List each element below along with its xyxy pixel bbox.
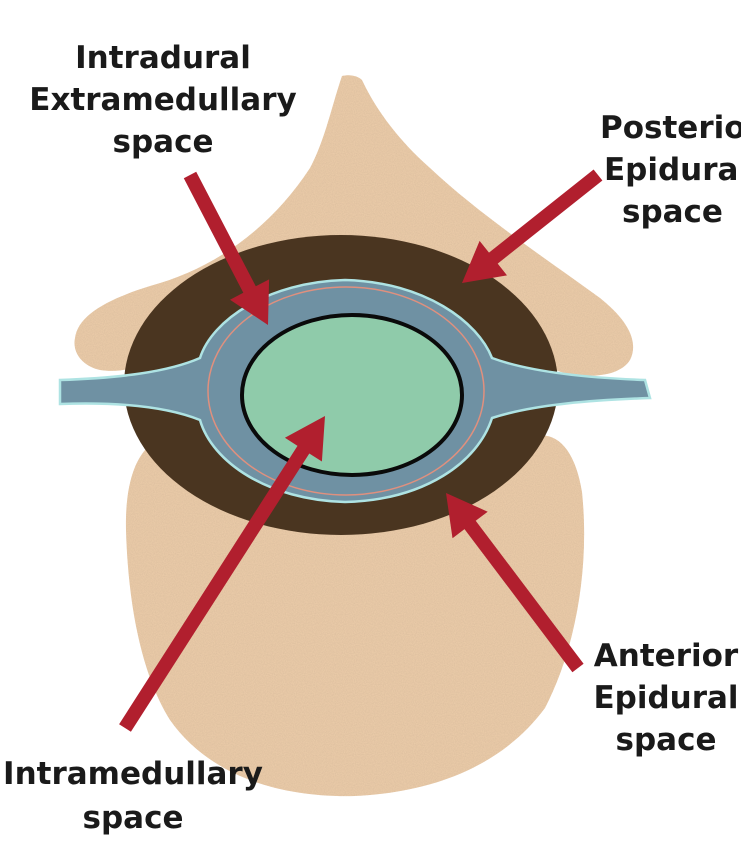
label-intradural-line2: Extramedullary xyxy=(29,82,296,118)
label-anterior-line2: Epidural xyxy=(593,680,738,716)
label-intramedullary-line1: Intramedullary xyxy=(3,756,263,792)
label-intramedullary: Intramedullary space xyxy=(3,756,263,836)
label-intramedullary-line2: space xyxy=(83,800,184,836)
label-intradural-extramedullary: Intradural Extramedullary space xyxy=(29,40,296,160)
label-anterior-epidural: Anterior Epidural space xyxy=(593,638,738,758)
label-anterior-line1: Anterior xyxy=(594,638,739,674)
arrow-anterior-epidural xyxy=(446,493,584,673)
arrow-intramedullary xyxy=(119,416,325,732)
label-intradural-line1: Intradural xyxy=(75,40,251,76)
label-posterior-line1: Posterior xyxy=(600,110,741,146)
arrow-posterior-epidural xyxy=(462,169,603,283)
label-posterior-line3: space xyxy=(622,194,723,230)
spinal-cord xyxy=(240,313,464,477)
label-intradural-line3: space xyxy=(113,124,214,160)
arrow-intradural-extramedullary xyxy=(183,171,270,325)
arachnoid-membrane xyxy=(207,286,485,496)
label-posterior-line2: Epidural xyxy=(604,152,741,188)
label-posterior-epidural: Posterior Epidural space xyxy=(600,110,741,230)
label-anterior-line3: space xyxy=(616,722,717,758)
